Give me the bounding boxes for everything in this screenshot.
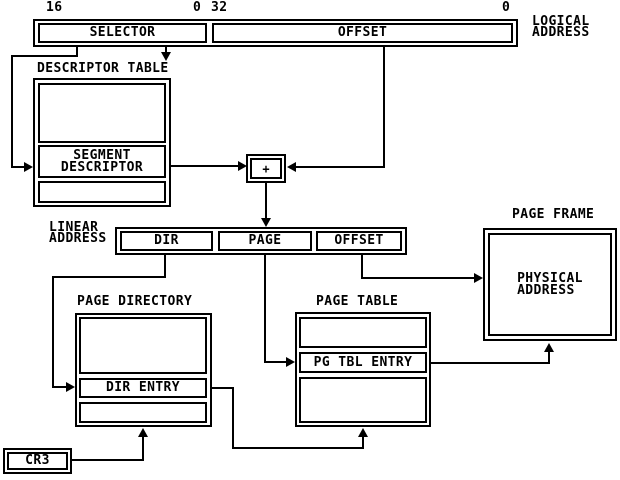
arrowhead-cr3-into-page-directory bbox=[138, 428, 148, 437]
descriptor-table-empty-top bbox=[38, 83, 166, 143]
connector-selector-into-table bbox=[11, 166, 24, 168]
connector-selector-short bbox=[165, 47, 167, 53]
connector-page-right bbox=[264, 361, 286, 363]
bit-label-0-offset: 0 bbox=[502, 0, 511, 15]
bit-label-32: 32 bbox=[211, 0, 228, 15]
connector-cr3-up bbox=[142, 436, 144, 461]
arrowhead-into-page-frame bbox=[474, 273, 483, 283]
offset-label: OFFSET bbox=[337, 25, 388, 40]
dir-label: DIR bbox=[154, 233, 179, 248]
cr3-register: CR3 bbox=[7, 452, 68, 470]
plus-icon: + bbox=[262, 161, 270, 176]
connector-dir-down bbox=[164, 255, 166, 278]
selector-field: SELECTOR bbox=[38, 23, 207, 43]
dir-field: DIR bbox=[120, 231, 213, 251]
descriptor-table-empty-bottom bbox=[38, 181, 166, 203]
linear-offset-field: OFFSET bbox=[316, 231, 402, 251]
arrowhead-pgtbl-into-page-frame bbox=[544, 343, 554, 352]
connector-dir-into-directory bbox=[52, 386, 66, 388]
arrowhead-direntry-into-page-table bbox=[358, 428, 368, 437]
linear-offset-label: OFFSET bbox=[334, 233, 384, 248]
page-table-title: PAGE TABLE bbox=[316, 294, 399, 309]
page-table-empty-top bbox=[299, 317, 427, 348]
arrowhead-offset-into-adder bbox=[287, 162, 296, 172]
connector-linoffset-down bbox=[361, 255, 363, 279]
pg-tbl-entry-label: PG TBL ENTRY bbox=[313, 354, 413, 370]
connector-selector-left bbox=[11, 55, 78, 57]
connector-selector-drop bbox=[76, 47, 78, 57]
page-frame-title: PAGE FRAME bbox=[512, 207, 595, 222]
connector-direntry-down bbox=[232, 387, 234, 449]
adder-box: + bbox=[250, 158, 282, 179]
bit-label-0-selector: 0 bbox=[193, 0, 202, 15]
connector-linoffset-right bbox=[361, 277, 474, 279]
connector-pgtbl-right bbox=[431, 362, 550, 364]
cr3-label: CR3 bbox=[25, 453, 50, 468]
connector-offset-to-adder bbox=[295, 166, 385, 168]
connector-dir-down2 bbox=[52, 276, 54, 388]
connector-dir-left bbox=[52, 276, 166, 278]
page-directory-empty-top bbox=[79, 317, 207, 374]
selector-label: SELECTOR bbox=[89, 25, 156, 40]
connector-offset-down bbox=[383, 47, 385, 168]
pg-tbl-entry: PG TBL ENTRY bbox=[299, 352, 427, 373]
connector-selector-down bbox=[11, 55, 13, 168]
connector-adder-down bbox=[265, 183, 267, 219]
arrowhead-into-dir-entry bbox=[66, 382, 75, 392]
bit-label-16: 16 bbox=[46, 0, 63, 15]
dir-entry: DIR ENTRY bbox=[79, 378, 207, 398]
arrowhead-into-linear-address bbox=[261, 218, 271, 227]
arrowhead-segdesc-into-adder bbox=[238, 161, 247, 171]
arrowhead-into-segment-descriptor bbox=[24, 162, 33, 172]
offset-field: OFFSET bbox=[212, 23, 513, 43]
page-field: PAGE bbox=[218, 231, 312, 251]
connector-direntry-bottom bbox=[232, 447, 364, 449]
arrowhead-into-descriptor-table bbox=[161, 52, 171, 61]
page-directory-title: PAGE DIRECTORY bbox=[77, 294, 193, 309]
connector-segdesc-to-adder bbox=[171, 165, 238, 167]
page-directory-empty-bottom bbox=[79, 402, 207, 423]
connector-direntry-right bbox=[212, 387, 234, 389]
page-label: PAGE bbox=[248, 233, 282, 248]
descriptor-table-title: DESCRIPTOR TABLE bbox=[37, 61, 169, 76]
connector-direntry-up bbox=[362, 436, 364, 449]
arrowhead-into-pg-tbl-entry bbox=[286, 357, 295, 367]
connector-cr3-right bbox=[72, 459, 144, 461]
page-table-empty-bottom bbox=[299, 377, 427, 423]
connector-pgtbl-up bbox=[548, 351, 550, 364]
connector-page-down bbox=[264, 255, 266, 363]
dir-entry-label: DIR ENTRY bbox=[105, 380, 181, 395]
